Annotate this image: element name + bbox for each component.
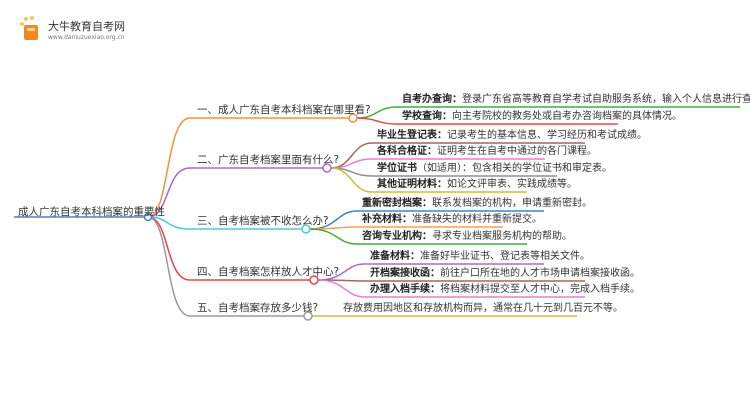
leaf-node[interactable]: 咨询专业机构：寻求专业档案服务机构的帮助。	[362, 231, 572, 243]
leaf-key: 重新密封档案：	[362, 198, 432, 209]
branch-node[interactable]: 二、广东自考档案里面有什么?	[197, 154, 340, 166]
leaf-connector	[309, 228, 527, 245]
branch-toggle[interactable]	[348, 113, 358, 123]
leaf-node[interactable]: 学校查询：向主考院校的教务处或自考办咨询档案的具体情况。	[402, 111, 682, 123]
leaf-text: 如论文评审表、实践成绩等。	[447, 179, 577, 190]
leaf-node[interactable]: 毕业生登记表：记录考生的基本信息、学习经历和考试成绩。	[377, 130, 647, 142]
leaf-text: 登录广东省高等教育自学考试自助服务系统，输入个人信息进行查询。	[462, 94, 750, 105]
branch-node[interactable]: 四、自考档案怎样放人才中心?	[197, 266, 340, 278]
leaf-connector	[317, 279, 585, 298]
leaf-text: 前往户口所在地的人才市场申请档案接收函。	[440, 268, 640, 279]
leaf-text: 向主考院校的教务处或自考办咨询档案的具体情况。	[452, 111, 682, 122]
leaf-connector	[356, 117, 618, 125]
leaf-node[interactable]: 重新密封档案：联系发档案的机构，申请重新密封。	[362, 198, 592, 210]
branch-toggle[interactable]	[309, 275, 319, 285]
leaf-text: 记录考生的基本信息、学习经历和考试成绩。	[447, 130, 647, 141]
leaf-node[interactable]: 补充材料：准备缺失的材料并重新提交。	[362, 214, 542, 226]
leaf-text: 联系发档案的机构，申请重新密封。	[432, 198, 592, 209]
branch-node[interactable]: 一、成人广东自考本科档案在哪里看?	[197, 104, 371, 116]
logo-url: www.daniuzuexiao.org.cn	[48, 33, 125, 41]
leaf-text: 将档案材料提交至人才中心，完成入档手续。	[440, 284, 640, 295]
leaf-key: 补充材料：	[362, 214, 412, 225]
leaf-node[interactable]: 学位证书（如适用）：包含相关的学位证书和审定表。	[377, 163, 612, 175]
leaf-node[interactable]: 准备材料：准备好毕业证书、登记表等相关文件。	[370, 251, 590, 263]
leaf-node[interactable]: 各科合格证：证明考生在自考中通过的各门课程。	[377, 146, 597, 158]
branch-node[interactable]: 五、自考档案存放多少钱?	[197, 302, 319, 314]
leaf-text: （如适用）：包含相关的学位证书和审定表。	[417, 163, 612, 174]
leaf-node[interactable]: 开档案接收函：前往户口所在地的人才市场申请档案接收函。	[370, 268, 640, 280]
branch-connector	[147, 216, 304, 317]
branch-toggle[interactable]	[303, 311, 313, 321]
leaf-key: 准备材料：	[370, 251, 420, 262]
branch-toggle[interactable]	[322, 163, 332, 173]
leaf-connector	[309, 226, 503, 230]
leaf-key: 开档案接收函：	[370, 268, 440, 279]
leaf-key: 办理入档手续：	[370, 284, 440, 295]
leaf-node[interactable]: 自考办查询：登录广东省高等教育自学考试自助服务系统，输入个人信息进行查询。	[402, 94, 750, 106]
book-logo-icon	[20, 16, 38, 40]
leaf-key: 毕业生登记表：	[377, 130, 447, 141]
leaf-text: 准备缺失的材料并重新提交。	[412, 214, 542, 225]
leaf-key: 其他证明材料：	[377, 179, 447, 190]
leaf-node[interactable]: 其他证明材料：如论文评审表、实践成绩等。	[377, 179, 577, 191]
leaf-key: 咨询专业机构：	[362, 231, 432, 242]
leaf-key: 各科合格证：	[377, 146, 437, 157]
leaf-text: 证明考生在自考中通过的各门课程。	[437, 146, 597, 157]
branch-node[interactable]: 三、自考档案被不收怎么办?	[197, 215, 329, 227]
leaf-key: 学位证书	[377, 163, 417, 174]
branch-connector	[147, 117, 349, 218]
logo-title: 大牛教育自考网	[48, 19, 125, 33]
leaf-node[interactable]: 办理入档手续：将档案材料提交至人才中心，完成入档手续。	[370, 284, 640, 296]
leaf-key: 学校查询：	[402, 111, 452, 122]
branch-connector	[147, 216, 302, 230]
branch-connector	[147, 167, 323, 218]
leaf-connector	[330, 167, 527, 193]
branch-toggle[interactable]	[301, 224, 311, 234]
logo: 大牛教育自考网 www.daniuzuexiao.org.cn	[18, 16, 125, 42]
leaf-key: 自考办查询：	[402, 94, 462, 105]
leaf-connector	[317, 279, 585, 282]
leaf-text: 存放费用因地区和存放机构而异，通常在几十元到几百元不等。	[343, 303, 623, 314]
leaf-text: 准备好毕业证书、登记表等相关文件。	[420, 251, 590, 262]
leaf-node[interactable]: 存放费用因地区和存放机构而异，通常在几十元到几百元不等。	[343, 303, 623, 315]
root-node[interactable]: 成人广东自考本科档案的重要性	[18, 206, 165, 218]
leaf-text: 寻求专业档案服务机构的帮助。	[432, 231, 572, 242]
root-toggle[interactable]	[143, 212, 153, 222]
